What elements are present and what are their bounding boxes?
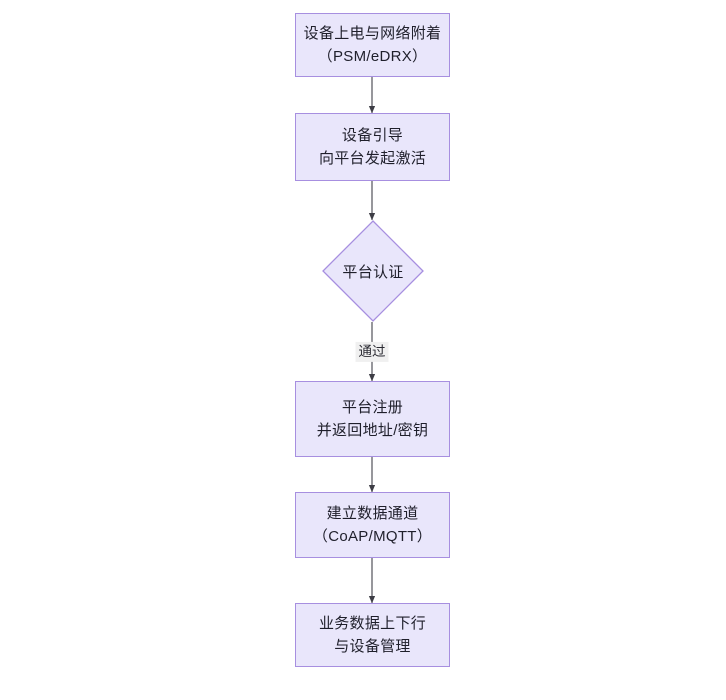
process-node-n4[interactable]: 平台注册并返回地址/密钥 [295,381,450,457]
process-node-line: 设备上电与网络附着 [303,24,442,42]
diamond-shape [322,220,424,322]
process-node-line: （PSM/eDRX） [317,48,428,65]
edge-label-e3: 通过 [355,341,389,363]
process-node-line: 向平台发起激活 [318,150,427,167]
process-node-line: 设备引导 [341,126,404,144]
process-node-n5[interactable]: 建立数据通道 （CoAP/MQTT） [295,492,450,558]
decision-node-label: 平台认证 [342,263,404,281]
process-node-n1[interactable]: 设备上电与网络附着 （PSM/eDRX） [295,13,450,77]
process-node-line: 平台注册 [341,398,404,416]
process-node-line: 并返回地址/密钥 [316,422,429,439]
process-node-n2[interactable]: 设备引导向平台发起激活 [295,113,450,181]
process-node-line: 业务数据上下行 [318,614,427,632]
decision-node-n3[interactable]: 平台认证 [322,220,424,322]
process-node-line: 建立数据通道 [326,504,419,522]
process-node-line: （CoAP/MQTT） [312,528,433,545]
process-node-line: 与设备管理 [334,638,411,655]
process-node-n6[interactable]: 业务数据上下行与设备管理 [295,603,450,667]
